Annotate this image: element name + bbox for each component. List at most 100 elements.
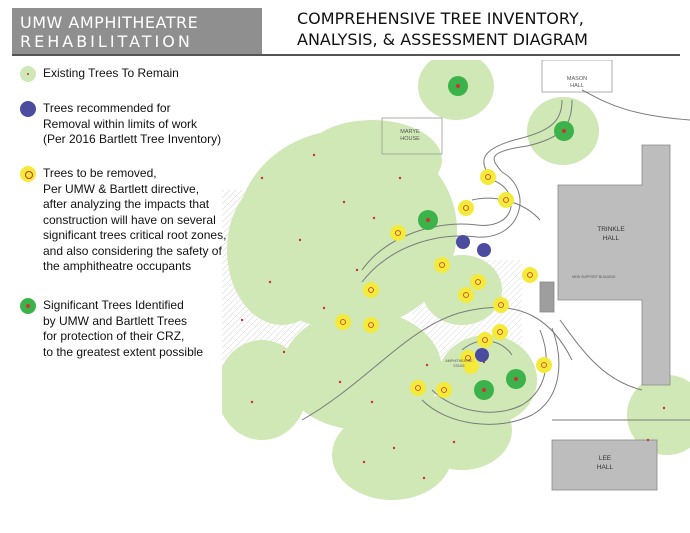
remove-tree (363, 282, 379, 298)
remove-tree (335, 314, 351, 330)
removal-tree (475, 348, 489, 362)
trunk-dot (342, 200, 346, 204)
trunk-dot (338, 380, 342, 384)
remove-tree (480, 169, 496, 185)
significant-tree-trunk (426, 218, 430, 222)
remove-tree (463, 358, 479, 374)
trunk-dot (240, 318, 244, 322)
remove-tree-mark (463, 205, 469, 211)
remove-tree-mark (465, 355, 471, 361)
remove-tree (470, 274, 486, 290)
remove-tree (436, 382, 452, 398)
lee-hall-label-line2: HALL (597, 464, 614, 471)
remove-tree-mark (498, 302, 504, 308)
existing-tree-icon (20, 66, 36, 82)
legend-remove-line: construction will have on several (43, 212, 216, 227)
remove-tree (410, 380, 426, 396)
remove-tree (434, 257, 450, 273)
trunk-dot (452, 440, 456, 444)
existing-tree-trunks (240, 153, 666, 480)
mason-hall-label-line2: HALL (570, 83, 584, 89)
existing-canopy (222, 60, 690, 500)
trunk-dot (422, 476, 426, 480)
canopy-southeast (627, 375, 690, 455)
significant-tree-trunk (456, 84, 460, 88)
new-support-building-label: NEW SUPPORT BUILDING (572, 275, 616, 279)
remove-tree-mark (415, 385, 421, 391)
removal-tree (456, 235, 470, 249)
remove-tree-icon (20, 166, 36, 182)
diagram-title: COMPREHENSIVE TREE INVENTORY, ANALYSIS, … (297, 8, 588, 50)
new-support-building (539, 281, 555, 313)
trunk-dot (362, 460, 366, 464)
remove-tree (458, 287, 474, 303)
significant-tree-icon (20, 298, 36, 314)
removal-tree-icon (20, 101, 36, 117)
trunk-dot (282, 350, 286, 354)
significant-trees (418, 76, 574, 400)
legend-remove-line: Per UMW & Bartlett directive, (43, 181, 200, 196)
trunk-dot (370, 400, 374, 404)
trunk-dot (260, 176, 264, 180)
trinkle-hall-label-line2: HALL (603, 235, 620, 242)
site-plan: MASON HALL MARYE HOUSE TRINKLE HALL LEE … (222, 60, 690, 500)
project-title-box: UMW AMPHITHEATRE REHABILITATION (12, 8, 262, 54)
canopy-north (302, 120, 442, 200)
significant-tree-trunk (482, 388, 486, 392)
amphitheatre-stage-label-line2: STAGE (453, 364, 465, 368)
buildings (539, 144, 671, 491)
trunk-dot (355, 268, 359, 272)
remove-tree (477, 332, 493, 348)
lee-hall (551, 439, 658, 491)
legend-significant-line: to the greatest extent possible (43, 344, 204, 359)
removal-tree (477, 243, 491, 257)
remove-tree-mark (340, 319, 346, 325)
legend-removal-line: Trees recommended for (43, 101, 171, 115)
legend-remove-line: and also considering the safety of (43, 243, 222, 258)
diagram-title-line2: ANALYSIS, & ASSESSMENT DIAGRAM (297, 30, 588, 49)
remove-tree-mark (485, 174, 491, 180)
remove-tree (363, 317, 379, 333)
remove-tree-mark (441, 387, 447, 393)
remove-tree (493, 297, 509, 313)
trees-recommended-removal (456, 235, 491, 362)
trunk-dot (392, 446, 396, 450)
legend-remove-line: Trees to be removed, (43, 166, 157, 180)
remove-tree-mark (541, 362, 547, 368)
remove-tree-mark (482, 337, 488, 343)
remove-tree-mark (463, 292, 469, 298)
remove-tree-mark (368, 322, 374, 328)
marye-house-label-line2: HOUSE (400, 136, 420, 142)
legend-removal-line: (Per 2016 Bartlett Tree Inventory) (43, 132, 222, 146)
legend-remove-line: after analyzing the impacts that (43, 197, 210, 211)
trunk-dot (425, 363, 429, 367)
remove-tree (390, 225, 406, 241)
trunk-dot (250, 400, 254, 404)
marye-house-label-line1: MARYE (400, 129, 420, 135)
trunk-dot (372, 216, 376, 220)
trinkle-hall-label-line1: TRINKLE (597, 226, 625, 233)
remove-tree (536, 357, 552, 373)
mason-hall-label-line1: MASON (567, 76, 587, 82)
legend-significant-line: by UMW and Bartlett Trees (43, 313, 188, 328)
trunk-dot (268, 280, 272, 284)
legend-removal-line: Removal within limits of work (43, 116, 198, 131)
diagram-title-line1: COMPREHENSIVE TREE INVENTORY, (297, 9, 584, 28)
significant-tree-trunk (514, 377, 518, 381)
remove-tree-mark (368, 287, 374, 293)
building-outlines (381, 60, 613, 155)
remove-tree (458, 200, 474, 216)
trunk-dot (662, 406, 666, 410)
remove-tree-mark (395, 230, 401, 236)
remove-tree-mark (527, 272, 533, 278)
trunk-dot (298, 238, 302, 242)
legend-remove-line: the amphitheatre occupants (43, 259, 192, 273)
legend-remove-line: significant trees critical root zones, (43, 228, 227, 242)
significant-tree-trunk (562, 129, 566, 133)
trunk-dot (646, 438, 650, 442)
trunk-dot (312, 153, 316, 157)
remove-tree (492, 324, 508, 340)
legend-significant-line: Significant Trees Identified (43, 298, 184, 312)
trunk-dot (398, 176, 402, 180)
trunk-dot (322, 306, 326, 310)
